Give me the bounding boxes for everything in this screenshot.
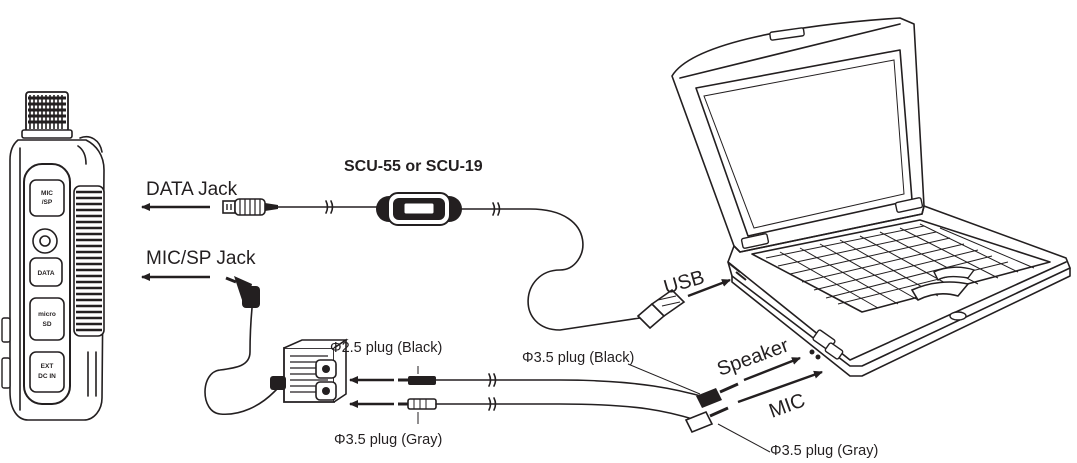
mic-arrow — [737, 370, 823, 404]
plug-35-black-label: Φ3.5 plug (Black) — [522, 350, 634, 366]
keyboard-icon — [751, 219, 1051, 313]
diagram-title: SCU-55 or SCU-19 — [344, 158, 483, 175]
mic-sp-jack-cover: MIC /SP — [29, 179, 65, 217]
svg-text:micro: micro — [38, 311, 56, 318]
ext-dc-in-cover: EXT DC IN — [29, 351, 65, 393]
data-jack-label: DATA Jack — [146, 179, 238, 200]
usb-arrow — [687, 278, 731, 298]
svg-text:DATA: DATA — [37, 270, 54, 277]
speaker-label: Speaker — [714, 334, 792, 380]
plug-35-black-right — [696, 382, 739, 408]
volume-knob-icon — [21, 91, 73, 139]
plug-35-gray-left — [398, 397, 697, 421]
svg-text:DC IN: DC IN — [38, 373, 56, 380]
usb-plug-icon — [636, 288, 686, 330]
plug-25-black-label: Φ2.5 plug (Black) — [330, 340, 442, 356]
svg-text:SD: SD — [42, 321, 51, 328]
mic-label: MIC — [766, 389, 808, 422]
usb-label: USB — [661, 266, 707, 298]
leader-line-gray — [717, 423, 771, 453]
leader-line-black — [627, 363, 701, 395]
laptop-ports — [729, 263, 844, 360]
scu-cable — [222, 192, 686, 331]
right-angle-plug-icon — [225, 276, 260, 308]
round-button-icon — [32, 228, 58, 254]
speaker-arrow — [743, 356, 801, 382]
micsp-jack-label: MIC/SP Jack — [146, 248, 256, 269]
plug-25-black — [398, 373, 709, 399]
plug-35-gray-right — [684, 406, 729, 434]
splitter-adapter — [270, 338, 349, 403]
microsd-slot-cover: micro SD — [29, 297, 65, 341]
svg-text:MIC: MIC — [41, 190, 53, 197]
svg-text:/SP: /SP — [42, 199, 53, 206]
plug-35-gray-right-label: Φ3.5 plug (Gray) — [770, 443, 878, 459]
micsp-cable — [204, 276, 349, 416]
laptop-computer — [671, 17, 1071, 377]
plug-35-gray-left-label: Φ3.5 plug (Gray) — [334, 432, 442, 448]
scu-converter-box — [376, 192, 462, 226]
data-plug-icon — [222, 198, 278, 216]
radio-grip — [73, 185, 105, 337]
data-jack-cover: DATA — [29, 257, 63, 287]
svg-text:EXT: EXT — [41, 363, 54, 370]
radio-transceiver: MIC /SP DATA micro SD EXT DC IN — [1, 91, 105, 421]
